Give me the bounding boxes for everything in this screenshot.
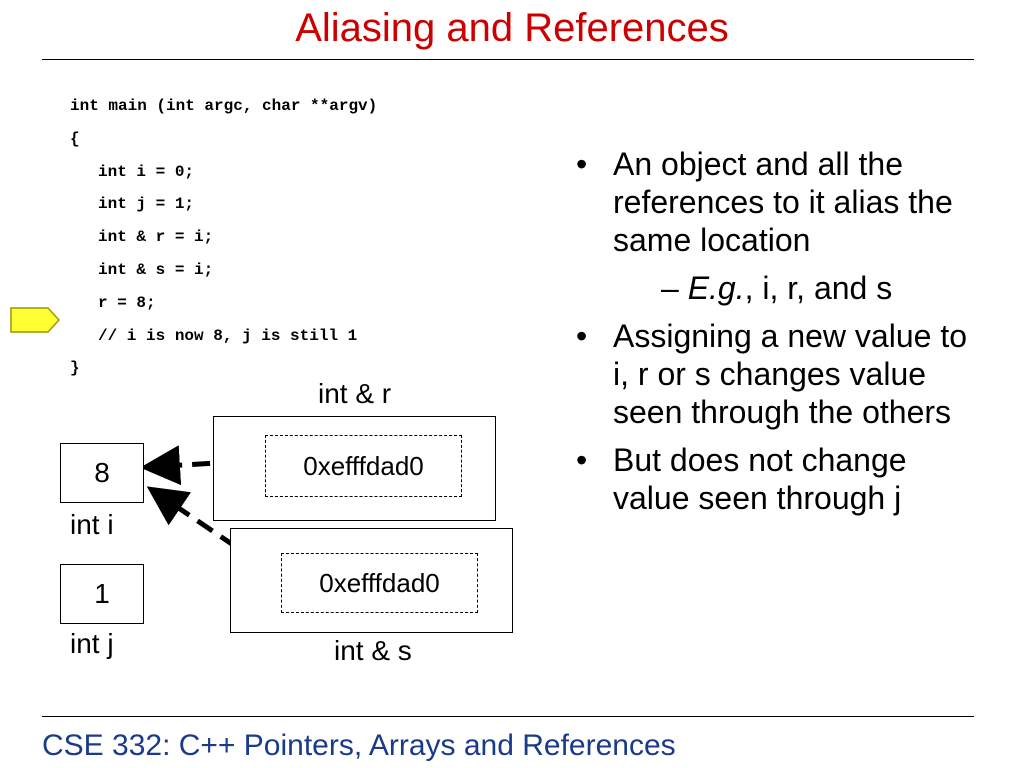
bullet-dot-icon: • <box>576 146 588 182</box>
ref-s-address: 0xefffdad0 <box>281 553 478 613</box>
code-line: int main (int argc, char **argv) <box>70 97 378 115</box>
code-line: { <box>70 129 80 148</box>
code-listing: int main (int argc, char **argv) { int i… <box>70 90 377 385</box>
footer-divider <box>42 716 974 717</box>
sub-bullet-italic: E.g. <box>687 270 745 306</box>
bullet-text: But does not change value seen through j <box>613 442 907 516</box>
sub-bullet-text: , i, r, and s <box>744 270 893 306</box>
var-j-label: int j <box>70 628 114 659</box>
code-line: // i is now 8, j is still 1 <box>98 326 358 345</box>
var-i-box: 8 <box>60 443 144 503</box>
bullet-text: Assigning a new value to i, r or s chang… <box>613 318 967 430</box>
code-line: int i = 0; <box>98 162 195 181</box>
code-line: r = 8; <box>98 293 156 312</box>
r-to-i-arrow <box>140 445 267 486</box>
ref-r-address: 0xefffdad0 <box>265 435 462 497</box>
ref-s-box: 0xefffdad0 <box>230 528 513 633</box>
slide-footer: CSE 332: C++ Pointers, Arrays and Refere… <box>42 729 676 762</box>
bullet-item: • An object and all the references to it… <box>570 145 990 307</box>
var-i-label: int i <box>70 509 114 540</box>
ref-r-label: int & r <box>318 378 392 409</box>
ref-s-label: int & s <box>334 635 412 666</box>
bullet-dot-icon: • <box>576 318 588 354</box>
sub-bullet-dash: – <box>661 270 688 306</box>
bullet-item: • Assigning a new value to i, r or s cha… <box>570 317 990 431</box>
bullet-list: • An object and all the references to it… <box>570 145 990 527</box>
title-divider <box>42 59 974 60</box>
slide-title: Aliasing and References <box>295 6 729 50</box>
code-line: int j = 1; <box>98 195 195 214</box>
code-line: int & r = i; <box>98 228 214 247</box>
bullet-dot-icon: • <box>576 442 588 478</box>
ref-r-box: 0xefffdad0 <box>213 416 496 521</box>
bullet-item: • But does not change value seen through… <box>570 441 990 517</box>
code-line: } <box>70 359 80 378</box>
s-to-i-arrow <box>146 486 284 581</box>
var-j-box: 1 <box>60 564 144 624</box>
current-line-pointer-icon <box>10 307 60 333</box>
bullet-text: An object and all the references to it a… <box>613 146 953 258</box>
sub-bullet: – E.g., i, r, and s <box>613 269 990 307</box>
code-line: int & s = i; <box>98 260 214 279</box>
